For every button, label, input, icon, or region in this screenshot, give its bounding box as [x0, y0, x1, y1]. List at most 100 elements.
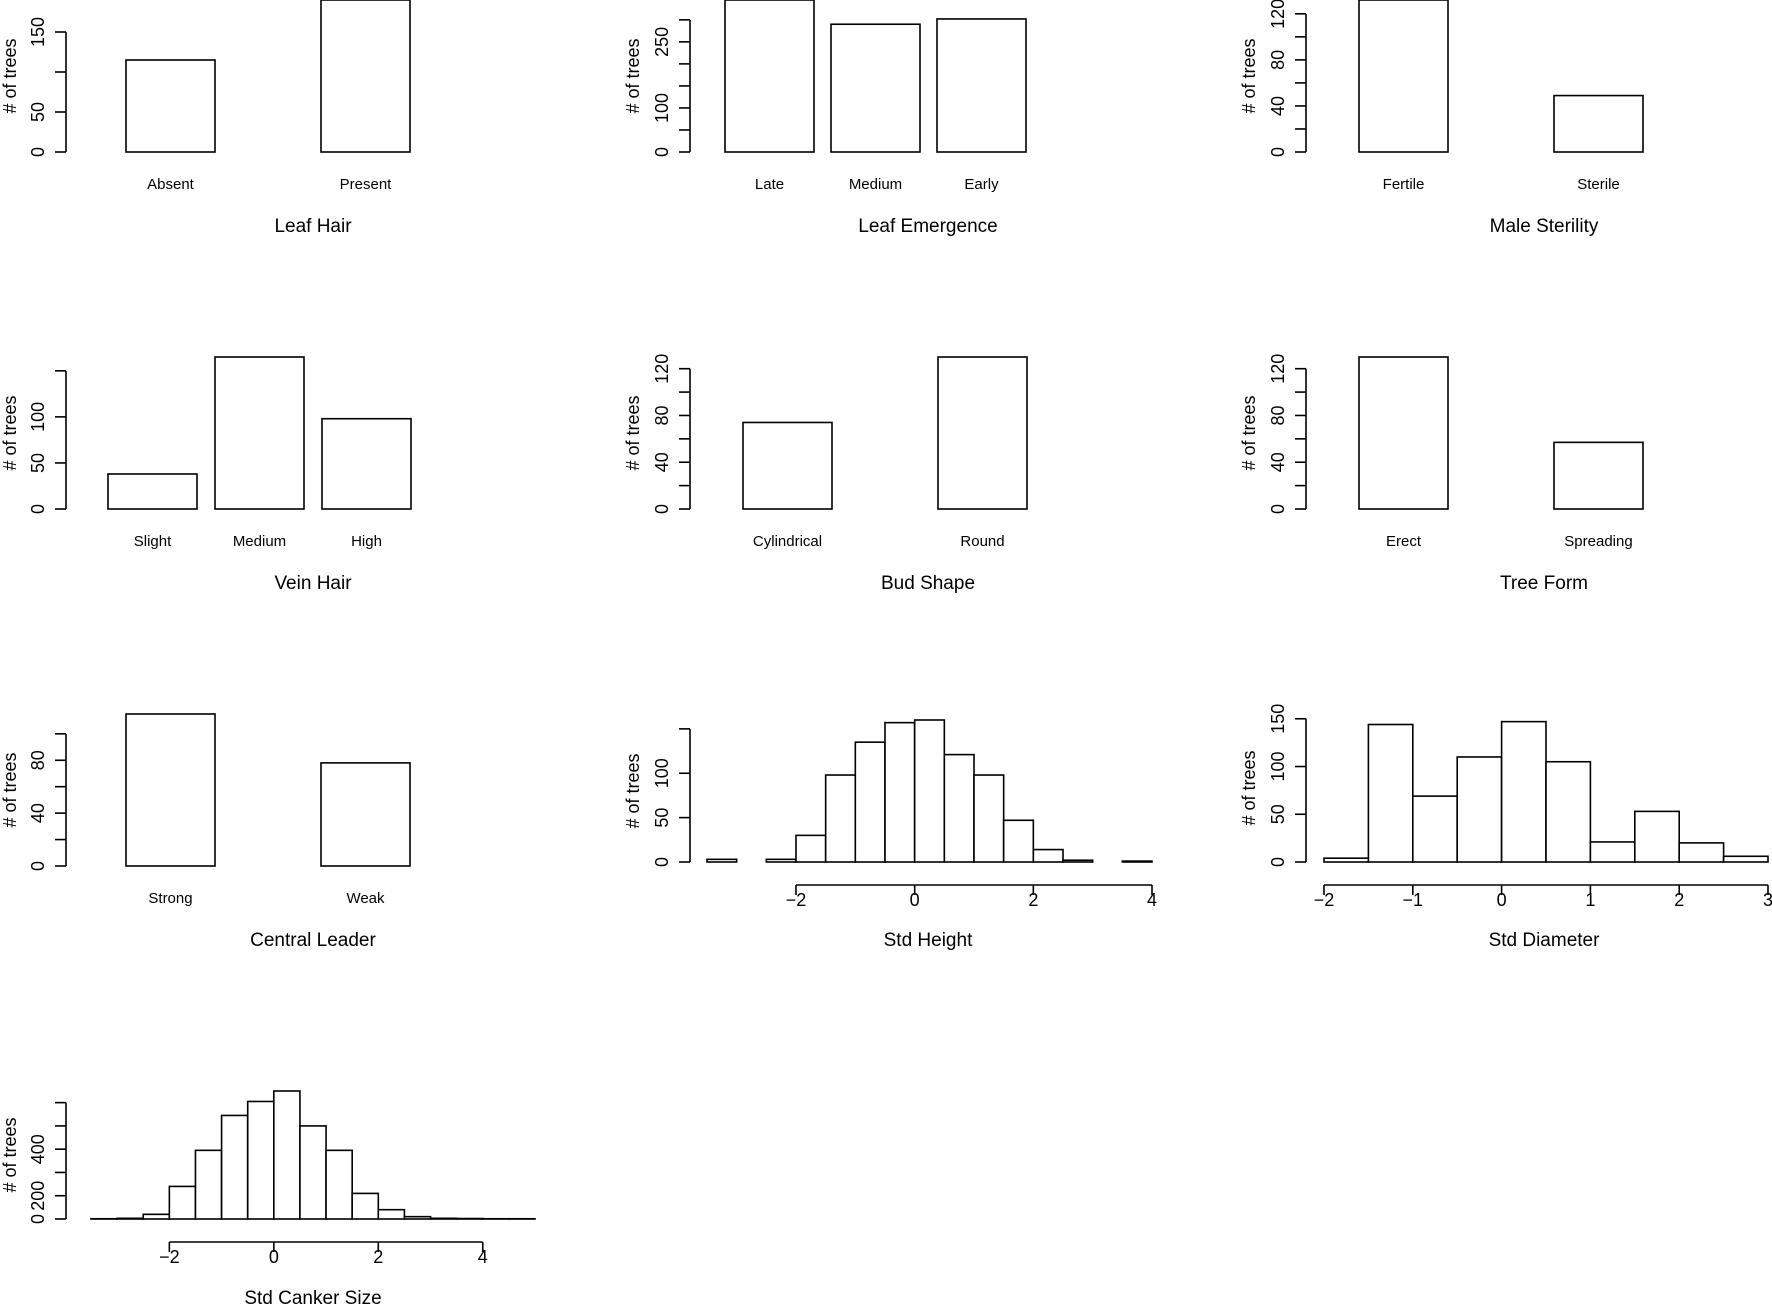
std-height-bin-12	[1062, 859, 1094, 863]
std-diameter-bin-6	[1589, 841, 1636, 863]
std-canker-size-bin-1	[116, 1217, 145, 1220]
std-diameter-x-tick-label-5: 3	[1763, 890, 1772, 910]
std-diameter-y-tick-label-0: 0	[1268, 857, 1288, 867]
std-canker-size-x-tick-label-1: 0	[269, 1247, 279, 1267]
bud-shape-category-label-round: Round	[960, 533, 1004, 550]
std-canker-size-bin-8	[299, 1125, 327, 1220]
std-diameter-y-tick-label-2: 100	[1268, 751, 1288, 781]
std-canker-size-bin-9	[325, 1149, 353, 1220]
leaf-hair-bar-present	[320, 0, 411, 153]
std-height-x-tick-label-1: 0	[910, 890, 920, 910]
std-canker-size-y-tick-label-1: 200	[28, 1181, 48, 1211]
leaf-hair-bar-absent	[125, 59, 216, 153]
tree-form-y-axis-label: # of trees	[1239, 395, 1259, 470]
vein-hair-category-label-medium: Medium	[233, 533, 286, 550]
leaf-emergence-x-axis-title: Leaf Emergence	[858, 216, 997, 237]
std-diameter-bin-4	[1500, 720, 1547, 863]
leaf-emergence-bar-late	[724, 0, 815, 153]
std-canker-size-y-tick-label-3: 400	[28, 1134, 48, 1164]
tree-form-y-tick-label-4: 80	[1268, 405, 1288, 425]
tree-form-x-axis-title: Tree Form	[1500, 573, 1588, 594]
std-canker-size-x-axis-title: Std Canker Size	[244, 1288, 381, 1309]
std-diameter-bin-3	[1456, 756, 1503, 863]
std-canker-size-bin-2	[142, 1213, 171, 1220]
male-sterility-y-tick-label-6: 120	[1268, 0, 1288, 29]
leaf-emergence-bar-medium	[830, 23, 921, 153]
leaf-emergence-y-tick-label-2: 100	[652, 93, 672, 123]
std-height-bin-2	[765, 858, 797, 863]
central-leader-bar-weak	[320, 762, 411, 867]
leaf-hair-y-axis-label: # of trees	[0, 38, 20, 113]
leaf-hair-category-label-absent: Absent	[147, 176, 195, 193]
vein-hair-category-label-slight: Slight	[134, 533, 172, 550]
leaf-hair-category-label-present: Present	[340, 176, 393, 193]
vein-hair-bar-medium	[214, 356, 305, 510]
leaf-hair-y-tick-label-1: 50	[28, 102, 48, 122]
std-height-bin-5	[854, 741, 886, 863]
central-leader-y-tick-label-4: 80	[28, 750, 48, 770]
std-diameter-y-tick-label-1: 50	[1268, 804, 1288, 824]
leaf-emergence-y-tick-label-5: 250	[652, 27, 672, 57]
leaf-emergence-category-label-late: Late	[755, 176, 784, 193]
tree-form-bar-erect	[1358, 356, 1449, 510]
std-canker-size-bin-7	[273, 1090, 301, 1220]
std-height-bin-4	[824, 774, 857, 863]
std-diameter-x-tick-label-0: −2	[1314, 890, 1335, 910]
std-canker-size-y-axis-label: # of trees	[0, 1117, 20, 1192]
leaf-emergence-bar-early	[936, 18, 1027, 153]
std-diameter-bin-5	[1545, 760, 1592, 863]
std-height-x-tick-label-0: −2	[786, 890, 807, 910]
male-sterility-bar-fertile	[1358, 0, 1449, 153]
vein-hair-y-axis-label: # of trees	[0, 395, 20, 470]
leaf-emergence-y-axis-label: # of trees	[623, 38, 643, 113]
std-height-bin-9	[973, 774, 1005, 863]
tree-form-y-tick-label-0: 0	[1268, 504, 1288, 514]
std-canker-size-bin-12	[403, 1215, 432, 1220]
bud-shape-y-tick-label-4: 80	[652, 405, 672, 425]
std-canker-size-bin-5	[220, 1114, 249, 1220]
male-sterility-category-label-sterile: Sterile	[1577, 176, 1620, 193]
std-height-bin-3	[795, 834, 827, 863]
std-height-bin-7	[913, 719, 946, 863]
std-height-bin-10	[1002, 819, 1035, 863]
std-diameter-x-tick-label-4: 2	[1674, 890, 1684, 910]
bud-shape-y-axis-label: # of trees	[623, 395, 643, 470]
std-diameter-x-axis-title: Std Diameter	[1489, 930, 1601, 951]
leaf-emergence-y-tick-label-0: 0	[652, 147, 672, 157]
vein-hair-y-tick-label-1: 50	[28, 453, 48, 473]
central-leader-y-axis-label: # of trees	[0, 752, 20, 827]
std-height-bin-0	[706, 858, 738, 863]
vein-hair-bar-high	[321, 417, 412, 510]
std-canker-size-bin-11	[377, 1208, 406, 1220]
leaf-hair-y-tick-label-3: 150	[28, 17, 48, 47]
leaf-hair-y-tick-label-0: 0	[28, 147, 48, 157]
vein-hair-bar-slight	[107, 473, 198, 510]
leaf-emergence-category-label-medium: Medium	[849, 176, 902, 193]
std-canker-size-x-tick-label-2: 2	[373, 1247, 383, 1267]
std-height-bin-14	[1121, 860, 1153, 863]
std-height-y-tick-label-1: 50	[652, 808, 672, 828]
tree-form-category-label-spreading: Spreading	[1564, 533, 1632, 550]
std-height-x-tick-label-3: 4	[1147, 890, 1157, 910]
std-diameter-y-axis-label: # of trees	[1239, 750, 1259, 825]
std-canker-size-bin-6	[246, 1100, 275, 1220]
tree-form-category-label-erect: Erect	[1386, 533, 1422, 550]
std-height-bin-6	[884, 721, 916, 863]
std-diameter-bin-7	[1634, 810, 1681, 863]
bud-shape-y-tick-label-6: 120	[652, 354, 672, 384]
std-diameter-bin-0	[1323, 857, 1370, 863]
male-sterility-y-axis-label: # of trees	[1239, 38, 1259, 113]
central-leader-category-label-weak: Weak	[346, 890, 385, 907]
tree-form-y-tick-label-2: 40	[1268, 452, 1288, 472]
std-canker-size-bin-13	[429, 1217, 458, 1220]
male-sterility-y-tick-label-2: 40	[1268, 96, 1288, 116]
male-sterility-y-tick-label-4: 80	[1268, 50, 1288, 70]
std-canker-size-bin-10	[351, 1192, 380, 1220]
